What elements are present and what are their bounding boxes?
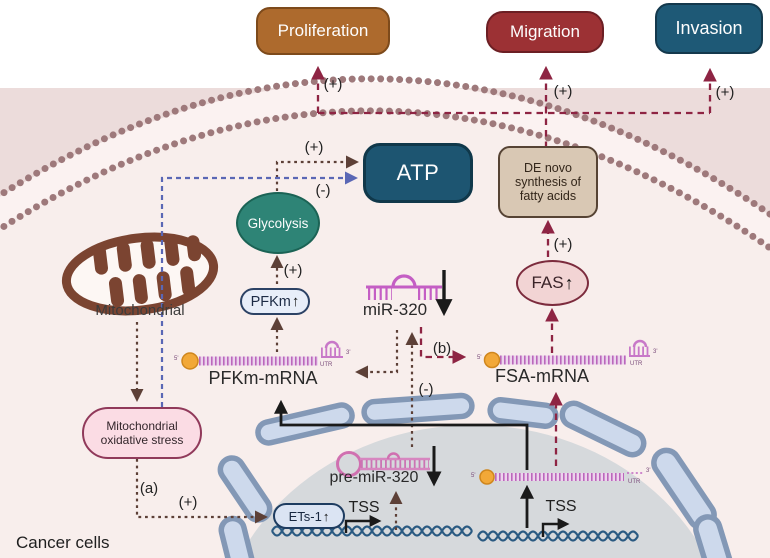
mito-oxidative-stress-box: Mitochondrial oxidative stress (82, 407, 202, 459)
atp-box: ATP (363, 143, 473, 203)
pfkm-mrna-icon (181, 340, 343, 370)
ets1-label: ETs-1 (288, 508, 322, 524)
plus-pfkm-glycolysis: (+) (283, 262, 303, 279)
glycolysis-ellipse: Glycolysis (236, 192, 320, 254)
proliferation-box: Proliferation (256, 7, 390, 55)
maroon-arrows (311, 65, 717, 466)
step-a-label: (a) (139, 480, 159, 497)
tss-arrow-left (344, 515, 382, 533)
migration-box: Migration (486, 11, 604, 53)
fsa-mrna-5prime: 5' (477, 355, 482, 361)
pfkm-box: PFKm↑ (240, 288, 310, 315)
plus-invasion: (+) (715, 84, 735, 101)
fas-up-arrow: ↑ (564, 272, 574, 293)
mir320-icon (366, 274, 442, 300)
ets1-up-arrow: ↑ (322, 508, 330, 524)
fsa-mrna-label: FSA-mRNA (495, 366, 589, 386)
mitochondria-icon (61, 232, 219, 316)
fsa-mrna-3prime: 3' (653, 349, 658, 355)
dna-helix-right (477, 530, 639, 542)
nuclear-mrna-icon (479, 469, 643, 485)
nuclear-mrna-5prime: 5' (471, 473, 476, 479)
brown-arrows (130, 155, 419, 530)
nucleus (217, 392, 735, 558)
plus-migration: (+) (553, 83, 573, 100)
fsa-mrna-icon (483, 339, 650, 369)
pfkm-mrna-5prime: 5' (174, 356, 179, 362)
plus-fas-denovo: (+) (553, 236, 573, 253)
step-b-label: (b) (432, 340, 452, 357)
plus-proliferation: (+) (323, 76, 343, 93)
tss-right-label: TSS (545, 498, 577, 515)
minus-atp: (-) (315, 182, 331, 199)
nuclear-mrna-utr: UTR (628, 479, 641, 485)
plus-glycolysis-atp: (+) (304, 139, 324, 156)
pre-mir320-label: pre-miR-320 (329, 469, 419, 486)
fsa-mrna-utr: UTR (630, 361, 643, 367)
blue-arrow-atp (160, 171, 358, 407)
plus-ets1: (+) (178, 494, 198, 511)
nuclear-envelope-segments (217, 392, 735, 558)
tss-arrow-right (541, 518, 570, 537)
pfkm-up-arrow: ↑ (291, 293, 300, 310)
pre-mir320-icon (336, 451, 430, 477)
pfkm-mrna-label: PFKm-mRNA (208, 368, 318, 388)
fas-ellipse: FAS↑ (516, 260, 589, 306)
ets1-pill: ETs-1↑ (273, 503, 345, 529)
mir320-label: miR-320 (362, 300, 428, 319)
de-novo-fatty-acids-box: DE novo synthesis of fatty acids (498, 146, 598, 218)
pfkm-mrna-3prime: 3' (346, 350, 351, 356)
minus-mir320: (-) (418, 381, 434, 398)
mitochondrial-label: Mitochondrial (95, 302, 185, 319)
fas-label: FAS (531, 273, 564, 292)
tss-left-label: TSS (348, 499, 380, 516)
pfkm-label: PFKm (250, 293, 291, 310)
cancer-cells-label: Cancer cells (16, 533, 110, 552)
nuclear-mrna-3prime: 3' (646, 468, 651, 474)
pfkm-mrna-utr: UTR (320, 362, 333, 368)
invasion-box: Invasion (655, 3, 763, 54)
black-arrows (274, 270, 534, 528)
